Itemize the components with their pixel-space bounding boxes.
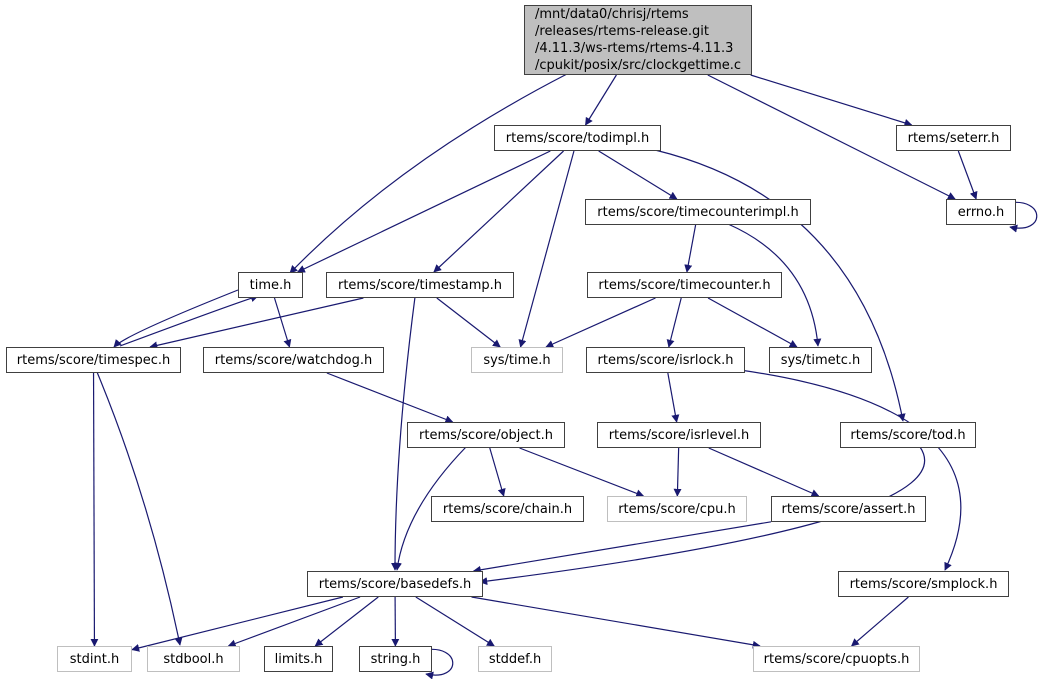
edge-time-to-timespec: [113, 289, 239, 348]
edge-basedefs-to-limits: [314, 596, 379, 647]
node-label: stdbool.h: [163, 651, 224, 667]
edge-timecounter-to-isrlock: [666, 297, 682, 348]
node-label: rtems/score/cpuopts.h: [763, 651, 910, 667]
include-node-timestamp[interactable]: rtems/score/timestamp.h: [326, 272, 514, 298]
node-label: rtems/score/cpu.h: [618, 501, 736, 517]
edge-todimpl-to-tod: [654, 149, 906, 422]
edge-errno-to-errno: [1007, 201, 1038, 233]
include-node-stdbool: stdbool.h: [147, 646, 240, 672]
edge-assert-to-basedefs: [472, 521, 772, 574]
edge-root-to-todimpl: [585, 74, 617, 126]
include-node-systimetc[interactable]: sys/timetc.h: [769, 347, 872, 373]
edge-smplock-to-cpuopts: [850, 596, 909, 647]
node-label: sys/timetc.h: [780, 352, 861, 368]
edge-todimpl-to-systime: [518, 150, 575, 348]
edge-basedefs-to-stdbool: [227, 596, 361, 648]
include-node-time[interactable]: time.h: [238, 272, 303, 298]
include-node-stdint: stdint.h: [57, 646, 132, 672]
edge-string-to-string: [423, 648, 454, 679]
node-label: rtems/score/chain.h: [442, 501, 573, 517]
edge-time-to-watchdog: [273, 297, 292, 348]
node-label: rtems/score/object.h: [419, 427, 553, 443]
edge-basedefs-to-cpuopts: [471, 596, 761, 649]
edge-timespec-to-stdbool: [96, 371, 183, 646]
edge-timestamp-to-timespec: [149, 297, 364, 350]
node-label: errno.h: [957, 204, 1005, 220]
node-label: rtems/score/watchdog.h: [214, 352, 373, 368]
node-label: rtems/score/isrlevel.h: [608, 427, 750, 443]
node-label: rtems/score/todimpl.h: [505, 130, 650, 146]
node-label: sys/time.h: [483, 352, 551, 368]
include-node-string[interactable]: string.h: [359, 646, 432, 672]
root-file-node: /mnt/data0/chrisj/rtems/releases/rtems-r…: [524, 5, 752, 75]
include-node-isrlock[interactable]: rtems/score/isrlock.h: [586, 347, 745, 373]
node-label: rtems/score/tod.h: [850, 427, 966, 443]
include-node-assert[interactable]: rtems/score/assert.h: [771, 496, 926, 522]
include-node-tod[interactable]: rtems/score/tod.h: [840, 422, 976, 448]
include-node-stddef: stddef.h: [478, 646, 552, 672]
node-label: rtems/score/timestamp.h: [337, 277, 503, 293]
edge-root-to-errno: [707, 74, 956, 200]
edge-root-to-time: [289, 73, 568, 274]
root-path-line: /mnt/data0/chrisj/rtems: [535, 7, 689, 22]
edge-object-to-basedefs: [393, 446, 467, 571]
edge-object-to-cpu: [519, 447, 645, 498]
include-node-cpuopts: rtems/score/cpuopts.h: [753, 646, 920, 672]
include-node-limits[interactable]: limits.h: [264, 646, 333, 672]
edge-isrlevel-to-assert: [708, 447, 820, 497]
include-node-smplock[interactable]: rtems/score/smplock.h: [838, 571, 1009, 597]
edge-basedefs-to-stddef: [415, 596, 495, 647]
node-label: rtems/score/timecounter.h: [598, 277, 771, 293]
node-label: rtems/seterr.h: [907, 130, 1000, 146]
include-node-isrlevel[interactable]: rtems/score/isrlevel.h: [597, 422, 761, 448]
include-node-chain[interactable]: rtems/score/chain.h: [431, 496, 584, 522]
node-label: rtems/score/timespec.h: [16, 352, 171, 368]
include-node-errno[interactable]: errno.h: [946, 199, 1016, 225]
edge-watchdog-to-object: [326, 372, 454, 424]
edge-timecounterimpl-to-systimetc: [727, 223, 822, 347]
include-node-timecounterimpl[interactable]: rtems/score/timecounterimpl.h: [585, 199, 811, 225]
edge-isrlock-to-smplock: [739, 369, 962, 571]
node-label: limits.h: [274, 651, 323, 667]
edge-timecounter-to-systime: [545, 297, 656, 348]
include-node-object[interactable]: rtems/score/object.h: [407, 422, 565, 448]
edge-object-to-chain: [489, 447, 506, 497]
edge-isrlock-to-isrlevel: [667, 372, 680, 423]
root-path-line: /releases/rtems-release.git: [535, 24, 710, 39]
include-node-timecounter[interactable]: rtems/score/timecounter.h: [587, 272, 782, 298]
edge-timestamp-to-basedefs: [391, 296, 416, 571]
node-label: stdint.h: [69, 651, 120, 667]
edge-timespec-to-time: [119, 294, 259, 347]
include-node-timespec[interactable]: rtems/score/timespec.h: [6, 347, 181, 373]
node-label: rtems/score/assert.h: [781, 501, 916, 517]
edge-basedefs-to-stdint: [131, 596, 344, 652]
include-node-systime: sys/time.h: [471, 347, 563, 373]
node-label: time.h: [249, 277, 292, 293]
node-label: string.h: [370, 651, 421, 667]
root-path-line: /cpukit/posix/src/clockgettime.c: [535, 58, 742, 73]
node-label: rtems/score/smplock.h: [849, 576, 998, 592]
edge-root-to-seterr: [750, 74, 913, 127]
node-label: stddef.h: [488, 651, 542, 667]
root-path-line: /4.11.3/ws-rtems/rtems-4.11.3: [535, 41, 734, 56]
edge-timecounter-to-systimetc: [707, 297, 798, 348]
include-node-watchdog[interactable]: rtems/score/watchdog.h: [203, 347, 384, 373]
include-node-todimpl[interactable]: rtems/score/todimpl.h: [494, 125, 661, 151]
edge-todimpl-to-timecounterimpl: [598, 150, 678, 200]
edge-todimpl-to-time: [296, 150, 551, 273]
node-label: rtems/score/timecounterimpl.h: [597, 204, 799, 220]
include-node-basedefs[interactable]: rtems/score/basedefs.h: [307, 571, 483, 597]
edge-todimpl-to-timestamp: [433, 150, 564, 273]
edge-isrlevel-to-cpu: [673, 447, 682, 497]
edge-timecounterimpl-to-timecounter: [684, 224, 697, 273]
edge-timestamp-to-systime: [436, 297, 501, 348]
node-label: rtems/score/basedefs.h: [318, 576, 472, 592]
include-node-cpu: rtems/score/cpu.h: [607, 496, 747, 522]
edge-seterr-to-errno: [957, 150, 978, 200]
edge-timespec-to-stdint: [90, 372, 99, 647]
node-label: rtems/score/isrlock.h: [597, 352, 734, 368]
include-node-seterr[interactable]: rtems/seterr.h: [896, 125, 1011, 151]
